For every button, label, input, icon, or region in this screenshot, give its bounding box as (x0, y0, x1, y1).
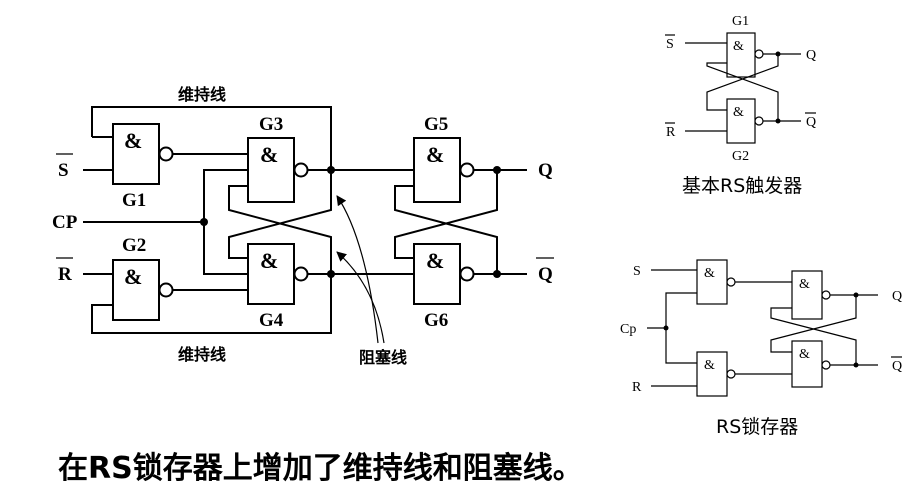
basic-gate-g1 (726, 32, 756, 78)
gate-g5-bubble (459, 162, 475, 178)
latch-gate-input-bottom-amp: & (704, 358, 715, 373)
latch-gate-input-top-amp: & (704, 266, 715, 281)
gate-g4-amp: & (260, 248, 278, 273)
basic-input-s-label: S (666, 37, 674, 52)
latch-cp-bus (665, 292, 697, 364)
latch-gate-core-bottom-amp: & (799, 347, 810, 362)
hold-line-top (91, 106, 332, 170)
basic-input-r-label: R (666, 125, 676, 140)
latch-gate-core-top-bubble (821, 290, 831, 300)
basic-gate-g1-label: G1 (732, 14, 749, 29)
basic-g2-to-g1-cross (706, 62, 779, 121)
gate-g6 (413, 243, 461, 305)
input-s-label: S (58, 160, 69, 181)
hold-line-bottom (91, 270, 332, 334)
output-q-label: Q (538, 160, 553, 181)
latch-gate-input-bottom-bubble (726, 369, 736, 379)
basic-rs-circuit: & G1 & G2 S R Q Q 基本RS触发器 (665, 14, 816, 197)
hold-line-bottom-label: 维持线 (178, 345, 226, 364)
latch-output-q-label: Q (892, 289, 902, 304)
output-qbar-label: Q (538, 264, 553, 285)
latch-gate-core-top-amp: & (799, 277, 810, 292)
basic-output-q-label: Q (806, 48, 816, 63)
block-line-label: 阻塞线 (359, 348, 407, 367)
latch-gate-core-bottom-bubble (821, 360, 831, 370)
input-r-label: R (58, 264, 72, 285)
g4-to-g3-cross (228, 185, 332, 274)
gate-g1-amp: & (124, 128, 142, 153)
gate-g2-bubble (158, 282, 174, 298)
latch-qbar-to-core-top-cross (770, 307, 857, 365)
latch-input-s-label: S (633, 264, 641, 279)
latch-gate-core-bottom (791, 340, 823, 388)
basic-gate-g2-bubble (754, 116, 764, 126)
latch-gate-input-top-bubble (726, 277, 736, 287)
g5-to-g6-cross (394, 170, 498, 259)
cp-bus (203, 169, 248, 275)
latch-output-qbar-label: Q (892, 359, 902, 374)
gate-g4-label: G4 (259, 310, 284, 331)
gate-g5-label: G5 (424, 114, 448, 135)
gate-g6-amp: & (426, 248, 444, 273)
g6-to-g5-cross (394, 185, 498, 274)
rs-latch-circuit: & & & & S R Cp Q Q RS锁存器 (620, 259, 902, 438)
hold-line-top-label: 维持线 (178, 85, 226, 104)
gate-g6-bubble (459, 266, 475, 282)
latch-input-cp-label: Cp (620, 322, 636, 337)
basic-rs-title: 基本RS触发器 (682, 175, 802, 197)
latch-input-r-label: R (632, 380, 642, 395)
g3-to-g4-cross (228, 170, 332, 259)
latch-q-to-core-bottom-cross (770, 295, 857, 353)
gate-g1 (112, 123, 160, 185)
gate-g4 (247, 243, 295, 305)
gate-g3-amp: & (260, 142, 278, 167)
block-line-arrow-top (336, 195, 379, 344)
basic-output-qbar-label: Q (806, 115, 816, 130)
gate-g2-amp: & (124, 264, 142, 289)
caption-text: 在RS锁存器上增加了维持线和阻塞线。 (58, 451, 583, 484)
basic-gate-g1-amp: & (733, 39, 744, 54)
gate-g1-bubble (158, 146, 174, 162)
basic-gate-g1-bubble (754, 49, 764, 59)
basic-g1-to-g2-cross (706, 54, 779, 111)
gate-g4-bubble (293, 266, 309, 282)
input-cp-label: CP (52, 212, 78, 233)
gate-g2-label: G2 (122, 235, 146, 256)
main-circuit: & G1 S & G2 R CP & G3 & G4 (52, 85, 554, 367)
gate-g1-label: G1 (122, 190, 146, 211)
basic-gate-g2-label: G2 (732, 149, 749, 164)
block-line-arrow-bottom (336, 251, 385, 344)
gate-g5-amp: & (426, 142, 444, 167)
gate-g6-label: G6 (424, 310, 448, 331)
latch-gate-input-top (696, 259, 728, 305)
latch-gate-core-top (791, 270, 823, 320)
gate-g3-bubble (293, 162, 309, 178)
rs-latch-title: RS锁存器 (716, 416, 798, 438)
gate-g3-label: G3 (259, 114, 283, 135)
basic-gate-g2-amp: & (733, 105, 744, 120)
